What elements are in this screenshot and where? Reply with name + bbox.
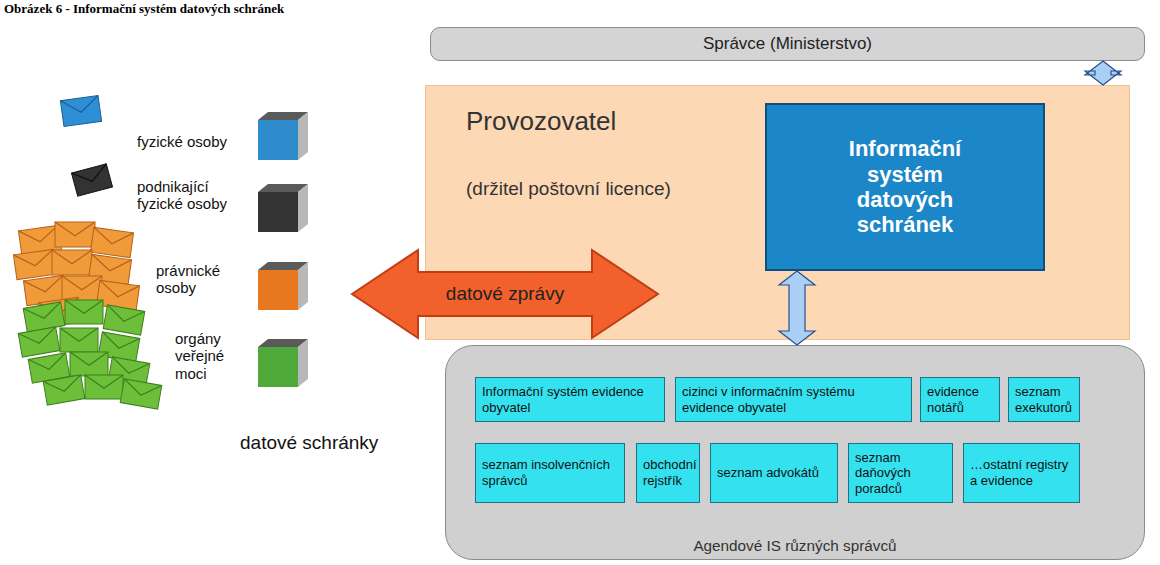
message-arrow: datové zprávy [350,248,660,340]
node-text: Provozovatel [466,106,616,137]
node-text: Správce (Ministerstvo) [703,34,872,54]
envelope-icon [85,375,123,399]
node-text: Informační systém evidence obyvatel [482,384,658,415]
system-box: Informační systém datových schránek [765,103,1045,271]
node-text: obchodní rejstřík [643,457,697,488]
node-text: seznam insolvenčních správců [482,457,618,488]
envelope-icon [72,164,113,196]
envelope-icon [103,305,145,335]
node-text: …ostatní registry a evidence [970,457,1073,488]
registry-box: obchodní rejstřík [636,443,700,503]
envelope-icon [62,276,102,301]
node-text: cizinci v informačním systému evidence o… [682,384,905,415]
envelope-icon [60,328,98,352]
mailbox-cube [258,339,308,387]
node-text: seznam advokátů [717,465,819,481]
mailbox-cube [258,184,308,232]
registry-box: seznam exekutorů [1008,377,1080,422]
registry-box: evidence notářů [920,377,1000,422]
node-text: Agendové IS různých správců [446,537,1144,555]
envelope-icon [90,227,133,257]
registry-box: seznam insolvenčních správců [475,443,625,503]
registry-box: seznam advokátů [710,443,838,503]
envelope-icon [52,250,92,275]
mailbox-label: podnikající fyzické osoby [137,178,252,213]
node-text: seznam daňových poradců [855,450,946,497]
registry-box: cizinci v informačním systému evidence o… [675,377,912,422]
envelope-icon [43,375,85,405]
double-arrow [1085,61,1121,85]
node-text: evidence notářů [927,384,993,415]
envelope-icon [18,327,60,357]
mailbox-cube [258,112,308,160]
envelope-icon [70,352,108,376]
mailbox-label: právnické osoby [156,262,251,297]
node-text: datové zprávy [446,283,564,305]
envelope-icon [23,302,65,332]
envelope-icon [120,379,162,409]
mailbox-label: fyzické osoby [137,133,257,150]
agenda-panel: Agendové IS různých správců Informační sy… [445,345,1145,560]
mailbox-cube [258,262,308,310]
node-text: seznam exekutorů [1015,384,1073,415]
mailbox-label: orgány veřejné moci [175,330,250,382]
double-arrow [779,271,815,345]
group-caption: datové schránky [240,432,430,454]
administrator-bar: Správce (Ministerstvo) [430,27,1145,61]
figure-title: Obrázek 6 - Informační systém datových s… [4,1,284,17]
envelope-icon [65,300,103,324]
node-subtext: (držitel poštovní licence) [466,178,671,200]
registry-box: …ostatní registry a evidence [963,443,1080,503]
envelope-icon [13,249,56,279]
registry-box: Informační systém evidence obyvatel [475,377,665,422]
envelope-icon [60,95,101,126]
envelope-icon [55,222,95,247]
node-text: Informační systém datových schránek [825,136,985,237]
registry-box: seznam daňových poradců [848,443,953,503]
